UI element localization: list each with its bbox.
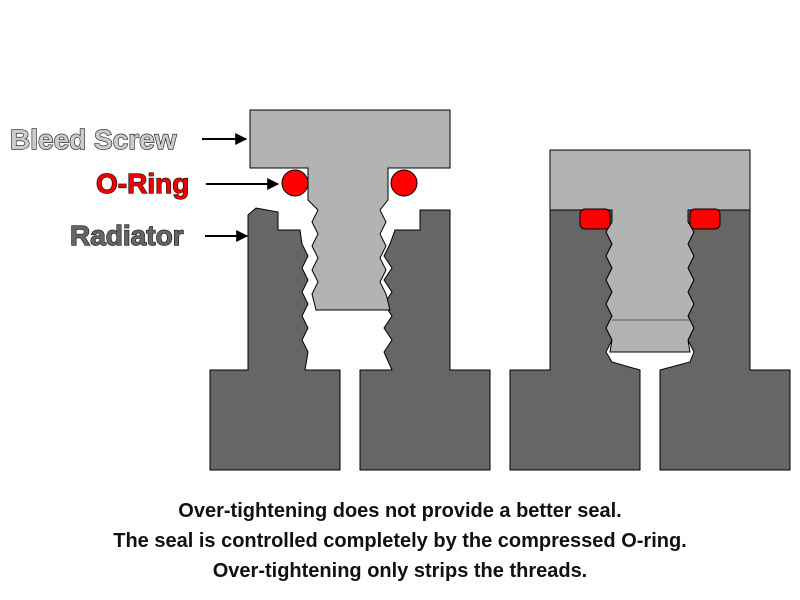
left-radiator-right-half: [359, 209, 491, 471]
left-o-ring-right: [390, 169, 418, 197]
left-bleed-screw: [249, 109, 451, 311]
right-o-ring-left: [579, 208, 611, 230]
o-ring-label: O-Ring: [96, 168, 189, 199]
caption: Over-tightening does not provide a bette…: [0, 496, 800, 586]
radiator-label: Radiator: [70, 220, 184, 251]
bleed-screw-label: Bleed Screw: [10, 124, 177, 155]
left-radiator-left-half: [209, 207, 341, 471]
caption-line-3: Over-tightening only strips the threads.: [212, 560, 588, 582]
caption-line-2: The seal is controlled completely by the…: [113, 530, 687, 552]
labels: Bleed Screw O-Ring Radiator: [9, 123, 280, 252]
caption-line-1: Over-tightening does not provide a bette…: [178, 500, 622, 522]
right-bleed-screw: [549, 149, 751, 353]
right-o-ring-right: [689, 208, 721, 230]
left-o-ring-left: [281, 169, 309, 197]
left-assembly: [209, 109, 491, 471]
right-assembly: [509, 149, 791, 471]
